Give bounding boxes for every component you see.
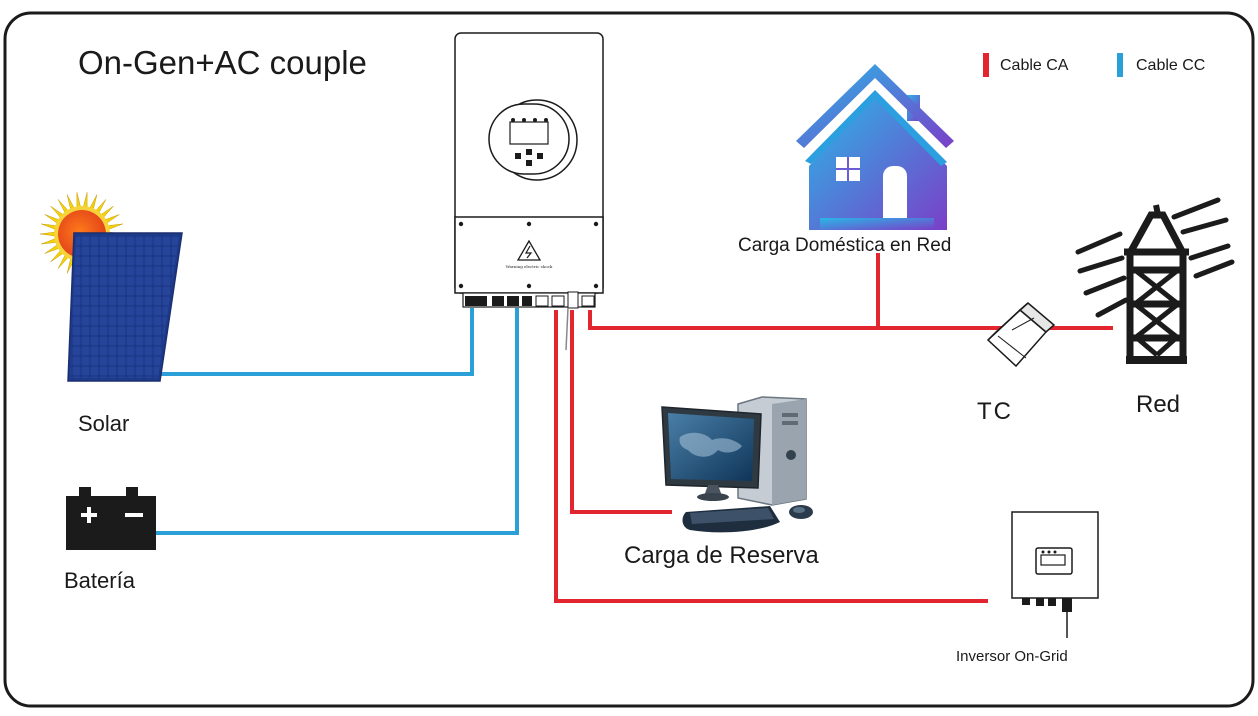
sun-ray: [41, 223, 57, 230]
ct-label: TC: [977, 398, 1013, 425]
dc-cables: [156, 308, 519, 535]
transmission-tower-icon: [1075, 197, 1235, 364]
grid-ac-cable: [588, 310, 1113, 330]
diagram-frame: [3, 11, 1255, 708]
house-load-label: Carga Doméstica en Red: [738, 235, 952, 256]
legend-ac-label: Cable CA: [1000, 57, 1069, 74]
ongrid-inverter-icon: [1011, 511, 1099, 638]
hybrid-inverter-icon: Warning electric shock: [454, 32, 604, 351]
ac-cables: [554, 253, 1113, 603]
sun-ray: [76, 192, 81, 208]
house-icon: [796, 64, 954, 230]
legend-dc-swatch: [1117, 53, 1123, 77]
computer-icon: [661, 396, 813, 533]
diagram-title: On-Gen+AC couple: [78, 44, 367, 81]
grid-label: Red: [1136, 391, 1181, 418]
legend-dc-label: Cable CC: [1136, 57, 1206, 74]
sun-ray: [83, 192, 88, 208]
legend-ac-swatch: [983, 53, 989, 77]
sun-ray: [66, 194, 75, 210]
sun-ray: [89, 194, 98, 210]
battery-icon: [66, 487, 156, 550]
backup-load-label: Carga de Reserva: [624, 542, 819, 569]
sun-ray: [107, 223, 123, 230]
solar-label: Solar: [78, 411, 130, 436]
solar-dc-cable: [160, 308, 474, 376]
solar-panel-icon: [67, 232, 183, 382]
battery-dc-cable: [156, 308, 519, 535]
battery-label: Batería: [64, 568, 135, 593]
sun-ray: [39, 231, 56, 237]
inverter-warning-text: Warning electric shock: [506, 264, 553, 269]
sun-ray: [41, 238, 57, 245]
ongrid-ac-cable: [554, 310, 988, 603]
backup-ac-cable: [570, 310, 672, 514]
ongrid-inverter-label: Inversor On-Grid: [956, 648, 1068, 665]
ct-clamp-icon: [986, 302, 1056, 368]
